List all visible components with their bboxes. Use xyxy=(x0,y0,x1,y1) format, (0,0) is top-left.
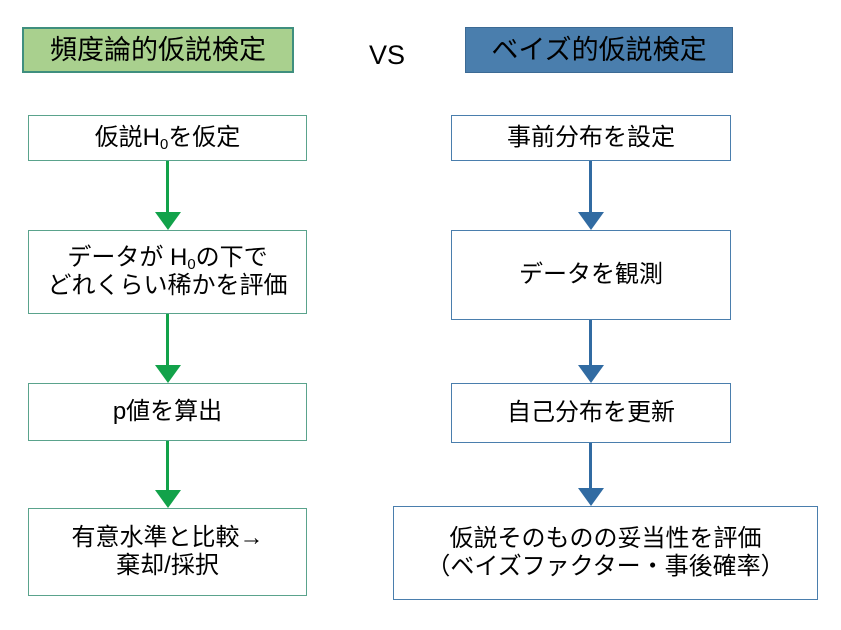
down-arrow-green-3 xyxy=(155,441,181,508)
arrow-shaft xyxy=(166,441,169,491)
down-arrow-blue-3 xyxy=(578,443,604,506)
flow-step-left-1-subscript: 0 xyxy=(160,137,169,154)
flow-step-left-4: 有意水準と比較→ 棄却/採択 xyxy=(28,508,307,596)
flow-step-left-1-suffix: を仮定 xyxy=(168,123,241,151)
flow-step-left-2-line2: どれくらい稀かを評価 xyxy=(47,272,288,299)
flow-step-left-3: p値を算出 xyxy=(28,383,307,441)
flow-step-left-2-subscript: 0 xyxy=(187,257,196,274)
header-bayesian: ベイズ的仮説検定 xyxy=(465,27,733,73)
flow-step-right-2-label: データを観測 xyxy=(519,260,663,288)
flow-step-right-3: 自己分布を更新 xyxy=(451,383,731,443)
arrow-shaft xyxy=(589,443,592,489)
down-arrow-blue-1 xyxy=(578,161,604,230)
flow-step-right-3-label: 自己分布を更新 xyxy=(507,398,675,426)
flow-step-left-2-suffix: の下で xyxy=(195,243,268,271)
flow-step-left-1-label: 仮説H0を仮定 xyxy=(94,123,241,154)
versus-label: VS xyxy=(368,39,406,70)
arrow-head xyxy=(578,365,604,383)
arrow-head xyxy=(155,490,181,508)
flow-step-left-2-label: データが H0の下でどれくらい稀かを評価 xyxy=(48,244,288,301)
flow-step-right-1: 事前分布を設定 xyxy=(451,115,731,161)
arrow-head xyxy=(578,212,604,230)
arrow-shaft xyxy=(589,161,592,213)
arrow-head xyxy=(155,212,181,230)
flow-step-left-1: 仮説H0を仮定 xyxy=(28,115,307,161)
flow-step-left-1-prefix: 仮説H xyxy=(94,123,161,151)
flow-step-left-2-prefix: データが H xyxy=(67,243,188,271)
arrow-head xyxy=(578,488,604,506)
flow-step-left-4-label: 有意水準と比較→ 棄却/採択 xyxy=(71,523,264,579)
arrow-shaft xyxy=(166,314,169,366)
flow-step-right-4-label: 仮説そのものの妥当性を評価 （ベイズファクター・事後確率） xyxy=(426,524,785,580)
flow-step-right-1-label: 事前分布を設定 xyxy=(507,123,675,151)
header-frequentist: 頻度論的仮説検定 xyxy=(22,27,294,73)
down-arrow-green-2 xyxy=(155,314,181,383)
header-frequentist-label: 頻度論的仮説検定 xyxy=(50,34,266,65)
arrow-head xyxy=(155,365,181,383)
flow-step-right-2: データを観測 xyxy=(451,230,731,320)
header-bayesian-label: ベイズ的仮説検定 xyxy=(491,34,707,65)
down-arrow-green-1 xyxy=(155,161,181,230)
arrow-shaft xyxy=(166,161,169,213)
arrow-shaft xyxy=(589,320,592,366)
flow-step-left-2: データが H0の下でどれくらい稀かを評価 xyxy=(28,230,307,314)
flow-step-left-3-label: p値を算出 xyxy=(112,397,223,425)
down-arrow-blue-2 xyxy=(578,320,604,383)
flow-step-right-4: 仮説そのものの妥当性を評価 （ベイズファクター・事後確率） xyxy=(393,506,818,600)
